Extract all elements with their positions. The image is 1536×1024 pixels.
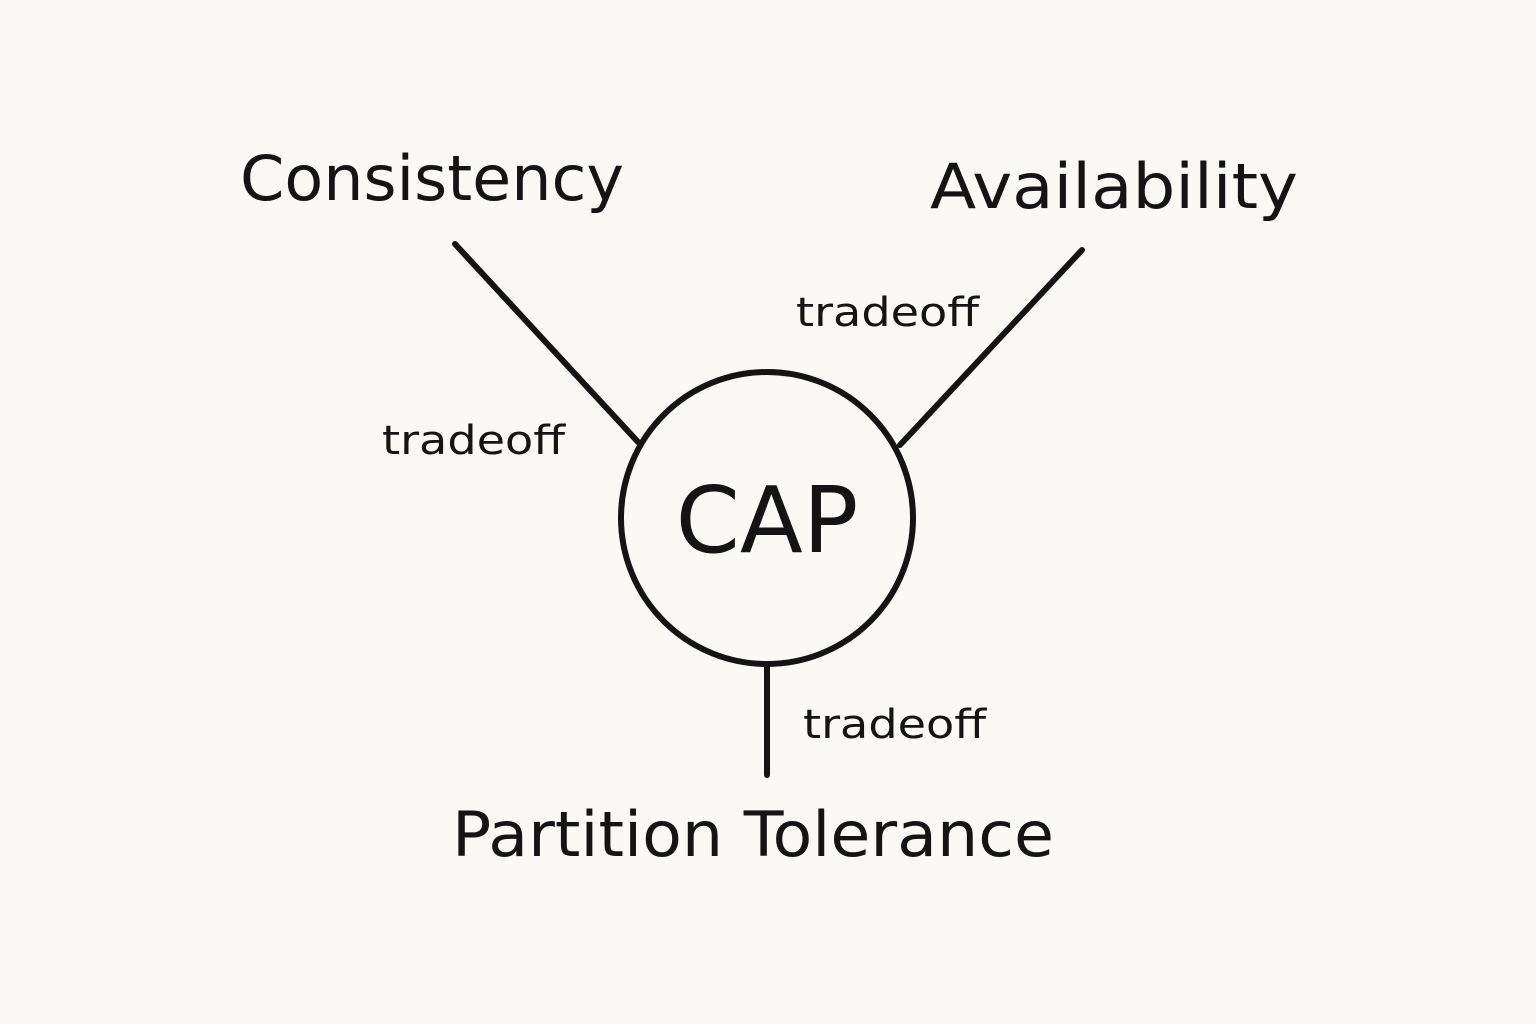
consistency-label: Consistency xyxy=(240,142,624,215)
partition-tolerance-tradeoff-label: tradeoff xyxy=(803,702,988,748)
consistency-connector xyxy=(452,241,641,445)
partition-tolerance-label: Partition Tolerance xyxy=(452,798,1054,871)
availability-label: Availability xyxy=(930,150,1298,223)
cap-circle xyxy=(618,369,916,667)
consistency-tradeoff-label: tradeoff xyxy=(382,418,567,464)
availability-tradeoff-label: tradeoff xyxy=(796,290,981,336)
availability-connector xyxy=(897,247,1085,448)
cap-label: CAP xyxy=(676,467,859,574)
